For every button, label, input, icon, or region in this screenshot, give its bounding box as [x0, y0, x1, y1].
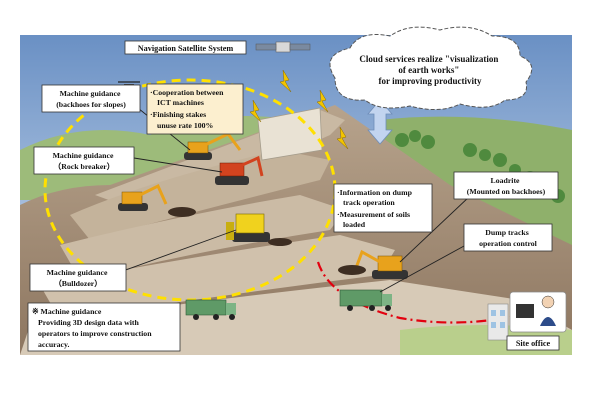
retaining-wall [257, 107, 323, 161]
cloud-services-text: Cloud services realize "visualization of… [359, 54, 500, 86]
soil-pile [268, 238, 292, 246]
soil-pile [168, 207, 196, 217]
loadrite-backhoe-icon [354, 249, 408, 279]
label-dump-information: ·Information on dump track operation ·Me… [333, 183, 433, 233]
svg-text:Site office: Site office [516, 339, 551, 348]
soil-pile [338, 265, 366, 275]
svg-text:Loadrite (Mounted on bac: Loadrite (Mounted on backhoes) [467, 176, 546, 196]
label-dump-operation-control: Dump tracks operation control [463, 223, 553, 252]
label-machine-guidance-rock-breaker: Machine guidance （Rock breaker） [33, 146, 135, 175]
label-navigation-satellite: Navigation Satellite System [124, 40, 247, 55]
cloud-shape [329, 26, 533, 110]
satellite-icon [255, 41, 311, 53]
svg-text:Machine guidance （Rock b: Machine guidance （Rock breaker） [53, 151, 116, 171]
svg-text:Machine guidance （Bulldo: Machine guidance （Bulldozer） [47, 268, 110, 288]
terrace-lower [40, 235, 395, 320]
office-operator-icon [509, 291, 567, 333]
backhoe-middle-icon [118, 183, 168, 211]
rock-breaker-icon [215, 155, 264, 185]
svg-text:Navigation Satellite System: Navigation Satellite System [138, 44, 234, 53]
svg-text:·Information on dump tra: ·Information on dump track operation ·Me… [337, 188, 414, 229]
bulldozer-icon [226, 213, 270, 242]
dump-truck-icon [185, 299, 236, 320]
svg-text:Dump tracks operation co: Dump tracks operation control [479, 228, 538, 248]
label-loadrite: Loadrite (Mounted on backhoes) [453, 171, 559, 200]
note-machine-guidance: ※ Machine guidance Providing 3D design d… [27, 302, 181, 352]
label-machine-guidance-slopes: Machine guidance (backhoes for slopes) [41, 84, 141, 113]
svg-text:※ Machine guidance Provi: ※ Machine guidance Providing 3D design d… [32, 307, 154, 349]
label-site-office: Site office [506, 335, 560, 351]
svg-text:·Cooperation between ICT: ·Cooperation between ICT machines ·Finis… [150, 88, 225, 130]
terrace-upper [70, 150, 330, 240]
svg-text:Machine guidance (backho: Machine guidance (backhoes for slopes) [56, 89, 126, 109]
dump-truck-loading-icon [339, 289, 392, 311]
data-exchange-arrow-icon [367, 99, 393, 145]
site-office-icon [487, 303, 509, 341]
terrace-middle [60, 195, 345, 280]
label-machine-guidance-bulldozer: Machine guidance （Bulldozer） [29, 263, 127, 292]
label-ict-cooperation: ·Cooperation between ICT machines ·Finis… [146, 83, 244, 135]
